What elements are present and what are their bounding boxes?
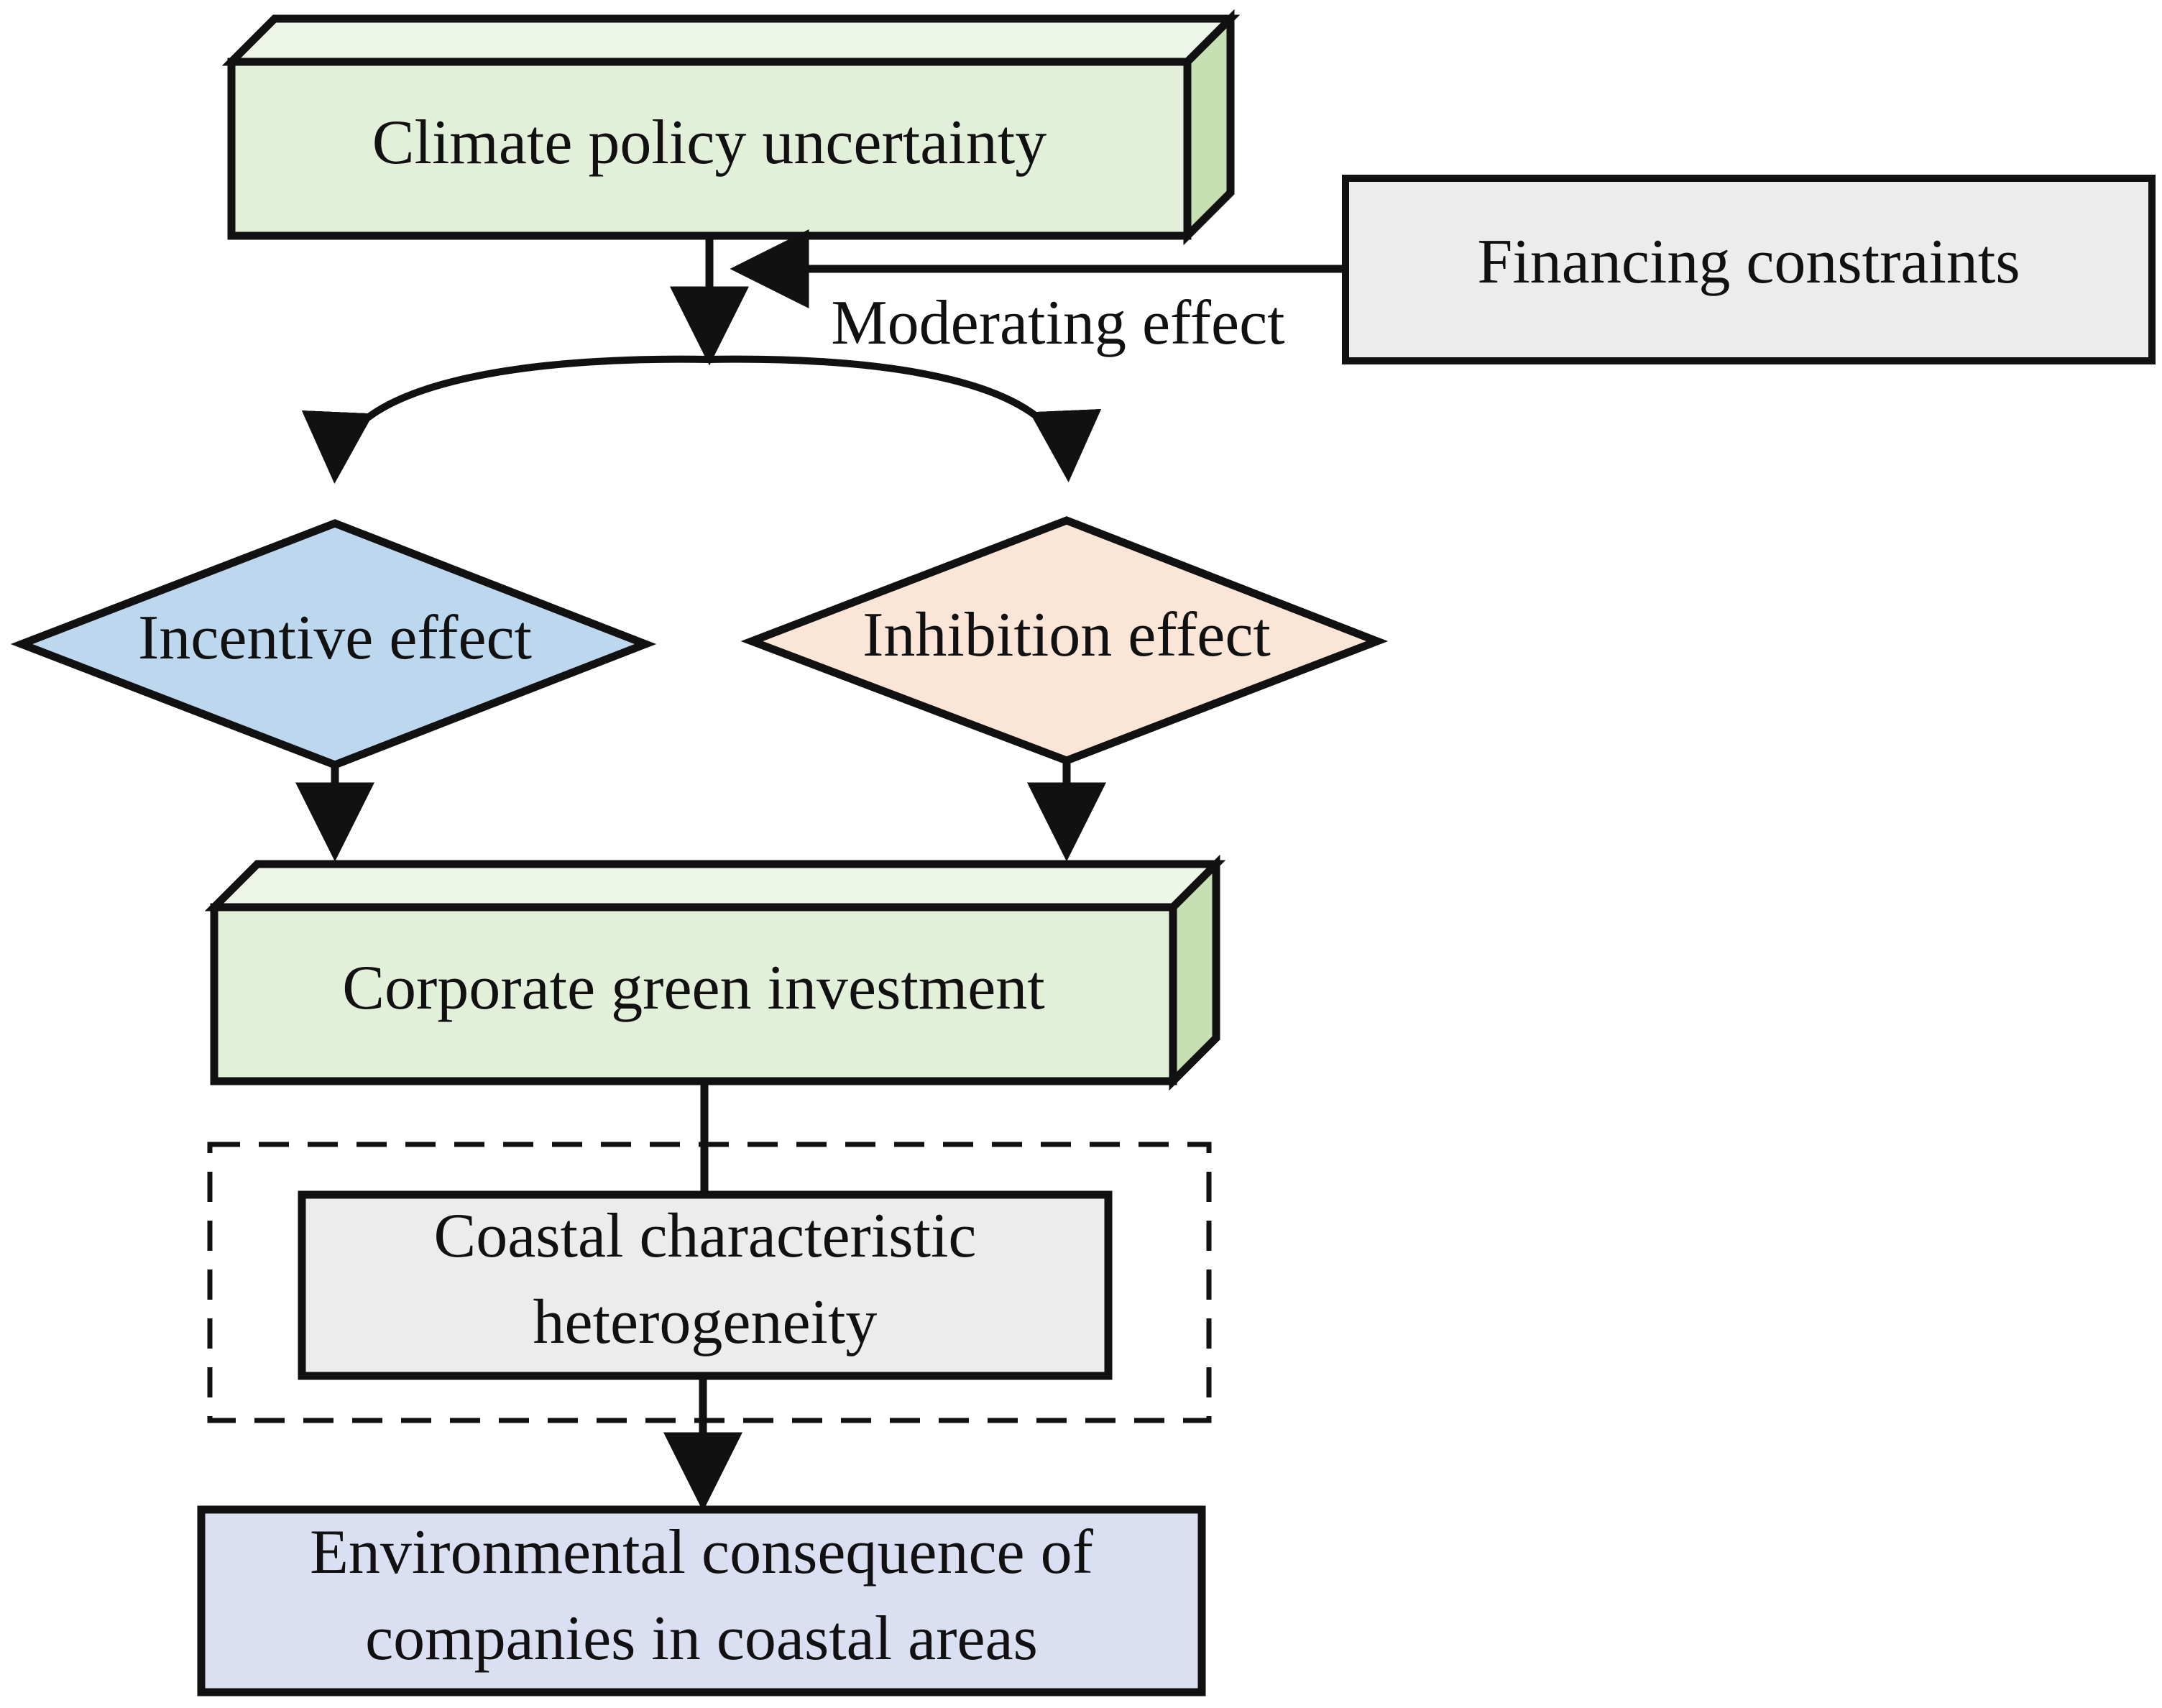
environmental-consequence-line2: companies in coastal areas — [365, 1604, 1038, 1673]
incentive-effect-node: Incentive effect — [10, 519, 657, 769]
green-investment-box-face — [210, 903, 1177, 1085]
incentive-effect-label: Incentive effect — [138, 603, 532, 673]
inhibition-effect-diamond — [740, 516, 1389, 765]
incentive-effect-diamond — [10, 519, 657, 769]
coastal-heterogeneity-line1: Coastal characteristic — [434, 1201, 977, 1271]
climate-policy-box-top — [221, 14, 1241, 66]
environmental-consequence-box: Environmental consequence of companies i… — [197, 1505, 1206, 1696]
inhibition-effect-label: Inhibition effect — [862, 600, 1271, 670]
green-investment-box-side — [1169, 854, 1220, 1091]
coastal-heterogeneity-line2: heterogeneity — [533, 1287, 878, 1357]
environmental-consequence-rect — [197, 1505, 1206, 1696]
inhibition-effect-node: Inhibition effect — [740, 516, 1389, 765]
coastal-heterogeneity-box: Coastal characteristic heterogeneity — [298, 1190, 1113, 1380]
climate-policy-box-side — [1183, 9, 1235, 246]
green-investment-box: Corporate green investment — [204, 854, 1226, 1091]
green-investment-label: Corporate green investment — [342, 953, 1044, 1023]
coastal-heterogeneity-rect — [298, 1190, 1113, 1380]
climate-policy-label: Climate policy uncertainty — [372, 108, 1046, 178]
green-investment-box-top — [204, 860, 1226, 912]
heterogeneity-dashed-group — [207, 1142, 1212, 1423]
environmental-consequence-line1: Environmental consequence of — [310, 1518, 1094, 1587]
branch-curve-left — [301, 355, 710, 484]
branch-curve-right — [709, 355, 1102, 482]
financing-constraints-box: Financing constraints — [1342, 175, 2156, 364]
moderating-effect-label: Moderating effect — [831, 288, 1284, 358]
financing-constraints-label: Financing constraints — [1477, 227, 2020, 297]
financing-constraints-rect — [1342, 175, 2156, 364]
climate-policy-box: Climate policy uncertainty — [221, 9, 1241, 246]
climate-policy-box-face — [227, 58, 1192, 240]
